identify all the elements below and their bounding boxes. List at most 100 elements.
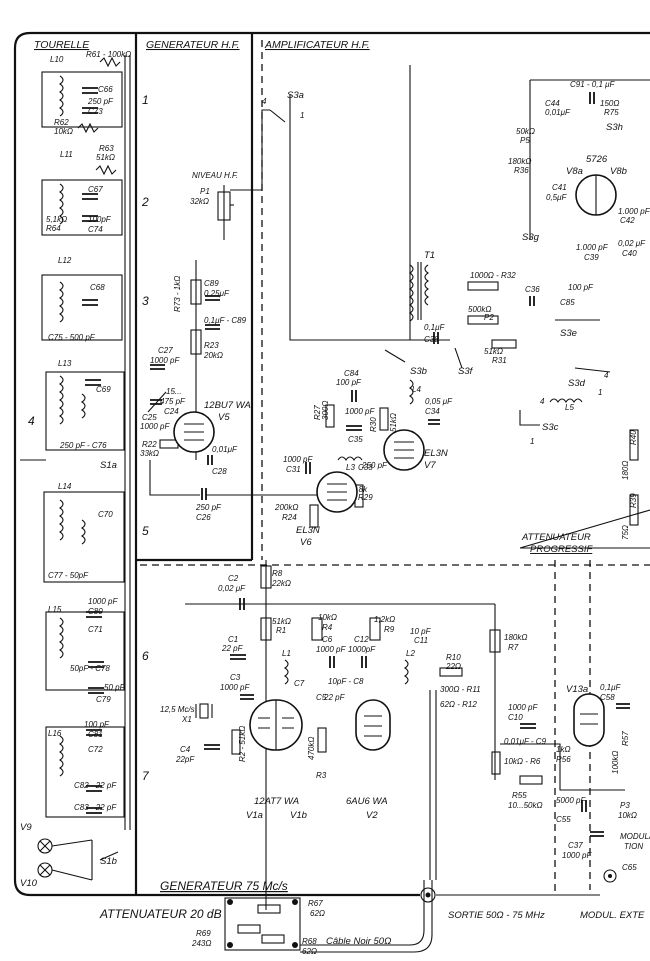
lamp-v10: V10 — [20, 878, 38, 889]
band-number-5: 5 — [142, 524, 149, 538]
label-c3: C3 — [230, 673, 241, 682]
label-p2-val: 500kΩ — [468, 305, 491, 314]
s3c-pos1: 1 — [530, 437, 534, 446]
label-x1-val: 12,5 Mc/s — [160, 705, 195, 714]
band-1: L10 R61 - 100kΩ C66 250 pF C73 R62 10kΩ … — [41, 50, 149, 136]
label-c77: C77 - 50pF — [48, 571, 89, 580]
label-c40-val: 0,02 μF — [618, 239, 646, 248]
label-c68: C68 — [90, 283, 105, 292]
label-c89: C89 — [204, 279, 219, 288]
v1a-name: V1a — [246, 810, 263, 821]
label-c85-val: 100 pF — [568, 283, 594, 292]
s3c-label: S3c — [542, 422, 559, 433]
band-5: L14 C70 C77 - 50pF 5 — [43, 482, 149, 583]
label-c55: C55 — [556, 815, 571, 824]
label-c42: C42 — [620, 216, 635, 225]
v13a-name: V13a — [566, 684, 588, 695]
label-c26: C26 — [196, 513, 211, 522]
attenuateur-20db: ATTENUATEUR 20 dB — [99, 907, 222, 921]
label-r8: R8 — [272, 569, 283, 578]
label-l16: L16 — [48, 729, 62, 738]
label-c40: C40 — [622, 249, 637, 258]
s3g-label: S3g — [522, 232, 540, 243]
header-amplificateur-hf: AMPLIFICATEUR H.F. — [264, 39, 370, 51]
label-x1: X1 — [181, 715, 192, 724]
label-r10-val: 22Ω — [445, 662, 461, 671]
label-c28: C28 — [212, 467, 227, 476]
label-r67: R67 — [308, 899, 323, 908]
label-c35: C35 — [348, 435, 363, 444]
label-c89-val: 0,25μF — [204, 289, 230, 298]
s3c-pos4: 4 — [540, 397, 545, 406]
label-c79: C79 — [96, 695, 111, 704]
p1-label: P1 — [200, 187, 210, 196]
lamp-v9: V9 — [20, 822, 32, 833]
s3a-pos1: 1 — [300, 111, 304, 120]
s3d-pos4: 4 — [604, 371, 609, 380]
label-r69: R69 — [196, 929, 211, 938]
s3d-label: S3d — [568, 378, 586, 389]
header-generateur-75: GENERATEUR 75 Mc/s — [160, 879, 288, 893]
label-r68: R68 — [302, 937, 317, 946]
niveau-hf-label: NIVEAU H.F. — [192, 171, 238, 180]
label-r36: R36 — [514, 166, 529, 175]
label-r73: R73 - 1kΩ — [173, 276, 182, 312]
label-c6-val: 1000 pF — [316, 645, 346, 654]
label-c58-val: 0,1μF — [600, 683, 622, 692]
label-c36: C36 — [525, 285, 540, 294]
label-c79-val: 50 pF — [104, 683, 126, 692]
label-c7: C7 — [294, 679, 305, 688]
label-l4: L4 — [412, 385, 421, 394]
section-headers: TOURELLE GENERATEUR H.F. AMPLIFICATEUR H… — [34, 39, 593, 893]
label-c34: C34 — [425, 407, 440, 416]
label-c44-val: 0,01μF — [545, 108, 571, 117]
label-r69-val: 243Ω — [191, 939, 211, 948]
label-r31-val: 51kΩ — [484, 347, 503, 356]
label-r40: R40 — [629, 430, 638, 445]
label-r56-val: 1kΩ — [556, 745, 571, 754]
v7-type: EL3N — [424, 448, 448, 459]
switch-s1a: S1a — [100, 460, 117, 471]
label-l10: L10 — [50, 55, 64, 64]
label-p3-val: 10kΩ — [618, 811, 637, 820]
p1-value: 32kΩ — [190, 197, 209, 206]
tourelle-bands: L10 R61 - 100kΩ C66 250 pF C73 R62 10kΩ … — [20, 50, 150, 889]
v2-name: V2 — [366, 810, 378, 821]
s3f-label: S3f — [458, 366, 474, 377]
v8b-name: V8b — [610, 166, 627, 177]
label-c34-val: 0,05 μF — [425, 397, 453, 406]
header-attenuateur-progressif-2: PROGRESSIF — [530, 544, 593, 555]
label-c55-val: 5000 pF — [556, 796, 586, 805]
label-c6: C6 — [322, 635, 333, 644]
label-c73: C73 — [88, 107, 103, 116]
label-r22: R22 — [142, 440, 157, 449]
label-r27-val: 300Ω — [321, 401, 330, 420]
label-r1-val: 51kΩ — [272, 617, 291, 626]
label-r62-val: 10kΩ — [54, 127, 73, 136]
label-r3-val: 470kΩ — [307, 737, 316, 760]
label-c84: C84 — [344, 369, 359, 378]
lamps-s1b: V9 V10 S1b — [20, 822, 119, 889]
label-c80: C80 — [88, 607, 103, 616]
label-l1: L1 — [282, 649, 291, 658]
v5-type: 12BU7 WA — [204, 400, 251, 411]
label-c72: C72 — [88, 745, 103, 754]
band-7: L16 100 pF C81 C72 C82 - 22 pF C83 - 22 … — [45, 720, 150, 818]
label-c5-val: 22 pF — [323, 693, 346, 702]
label-c73-val: 250 pF — [87, 97, 114, 106]
label-p3: P3 — [620, 801, 630, 810]
label-c31: C31 — [286, 465, 301, 474]
label-r4: R4 — [322, 623, 333, 632]
label-c12: C12 — [354, 635, 369, 644]
label-c38: C38 — [424, 335, 439, 344]
label-c10-val: 1000 pF — [508, 703, 538, 712]
label-r9: R9 — [384, 625, 395, 634]
label-r36-val: 180kΩ — [508, 157, 531, 166]
label-c4: C4 — [180, 745, 191, 754]
band-number-3: 3 — [142, 294, 149, 308]
label-c76: 250 pF - C76 — [59, 441, 107, 450]
label-c10: C10 — [508, 713, 523, 722]
label-c85: C85 — [560, 298, 575, 307]
band-6: L15 1000 pF C80 C71 50pF - C78 50 pF C79… — [45, 597, 149, 704]
t1-label: T1 — [424, 250, 435, 261]
